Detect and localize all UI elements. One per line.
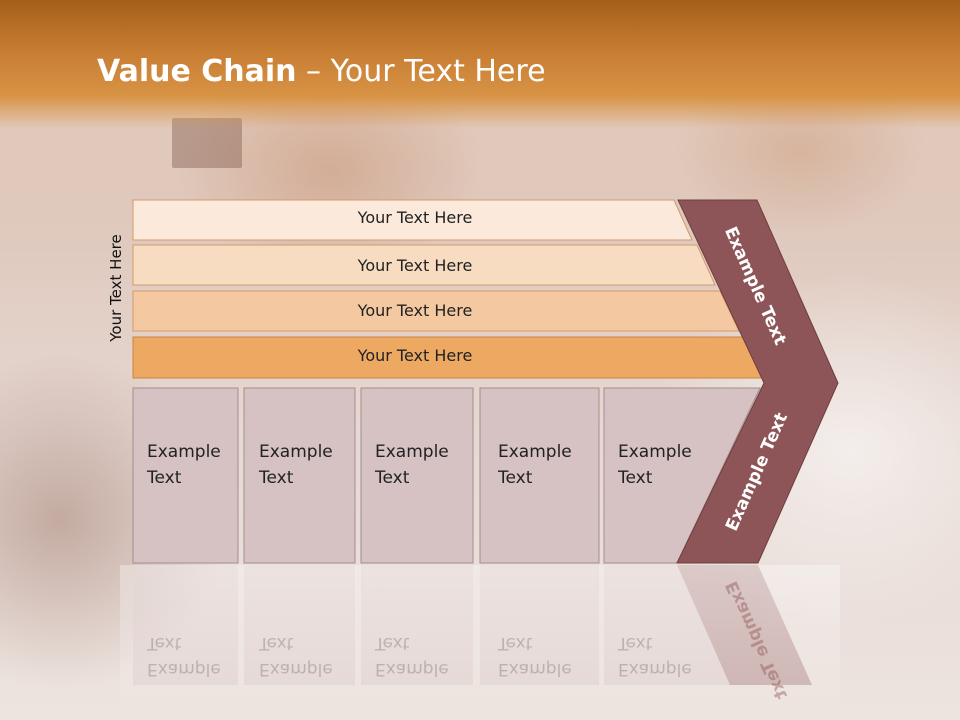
box-text-2-reflection: Example Text — [259, 630, 359, 682]
row-text-4: Your Text Here — [357, 346, 473, 365]
box-5-reflection-line-1: Example — [618, 659, 692, 679]
box-4-line-2: Text — [498, 468, 533, 488]
title-band — [0, 0, 960, 128]
box-5-reflection-line-2: Text — [618, 633, 653, 653]
box-1-line-1: Example — [147, 442, 221, 462]
box-4-reflection-line-1: Example — [498, 659, 572, 679]
chevron-shape — [676, 199, 839, 564]
box-5-line-2: Text — [618, 468, 653, 488]
activity-box-4 — [479, 387, 600, 564]
box-2-line-2: Text — [259, 468, 294, 488]
box-4-line-1: Example — [498, 442, 572, 462]
row-text-1: Your Text Here — [357, 208, 473, 227]
box-2-line-1: Example — [259, 442, 333, 462]
row-bar-2 — [132, 244, 716, 286]
row-text-2: Your Text Here — [357, 256, 473, 275]
row-bar-1 — [132, 199, 693, 241]
box-1-line-2: Text — [147, 468, 182, 488]
box-text-5-reflection: Example Text — [618, 630, 718, 682]
box-3-reflection-line-1: Example — [375, 659, 449, 679]
box-2-reflection-line-1: Example — [259, 659, 333, 679]
row-text-3: Your Text Here — [357, 301, 473, 320]
box-1-reflection-line-1: Example — [147, 659, 221, 679]
box-1-reflection-line-2: Text — [147, 633, 182, 653]
box-text-4-reflection: Example Text — [498, 630, 598, 682]
reflection-fade — [120, 565, 840, 720]
slide-title: Value Chain – Your Text Here — [97, 54, 546, 89]
activity-box-1 — [132, 387, 239, 564]
row-bar-3 — [132, 290, 740, 332]
box-3-line-2: Text — [375, 468, 410, 488]
title-rest: – Your Text Here — [296, 54, 546, 89]
box-5-line-1: Example — [618, 442, 692, 462]
box-3-line-1: Example — [375, 442, 449, 462]
box-3-reflection-line-2: Text — [375, 633, 410, 653]
activity-box-2 — [243, 387, 356, 564]
box-text-3-reflection: Example Text — [375, 630, 475, 682]
title-bold: Value Chain — [97, 54, 297, 89]
box-4-reflection-line-2: Text — [498, 633, 533, 653]
box-2-reflection-line-2: Text — [259, 633, 294, 653]
activity-box-3 — [360, 387, 474, 564]
box-text-1-reflection: Example Text — [147, 630, 247, 682]
